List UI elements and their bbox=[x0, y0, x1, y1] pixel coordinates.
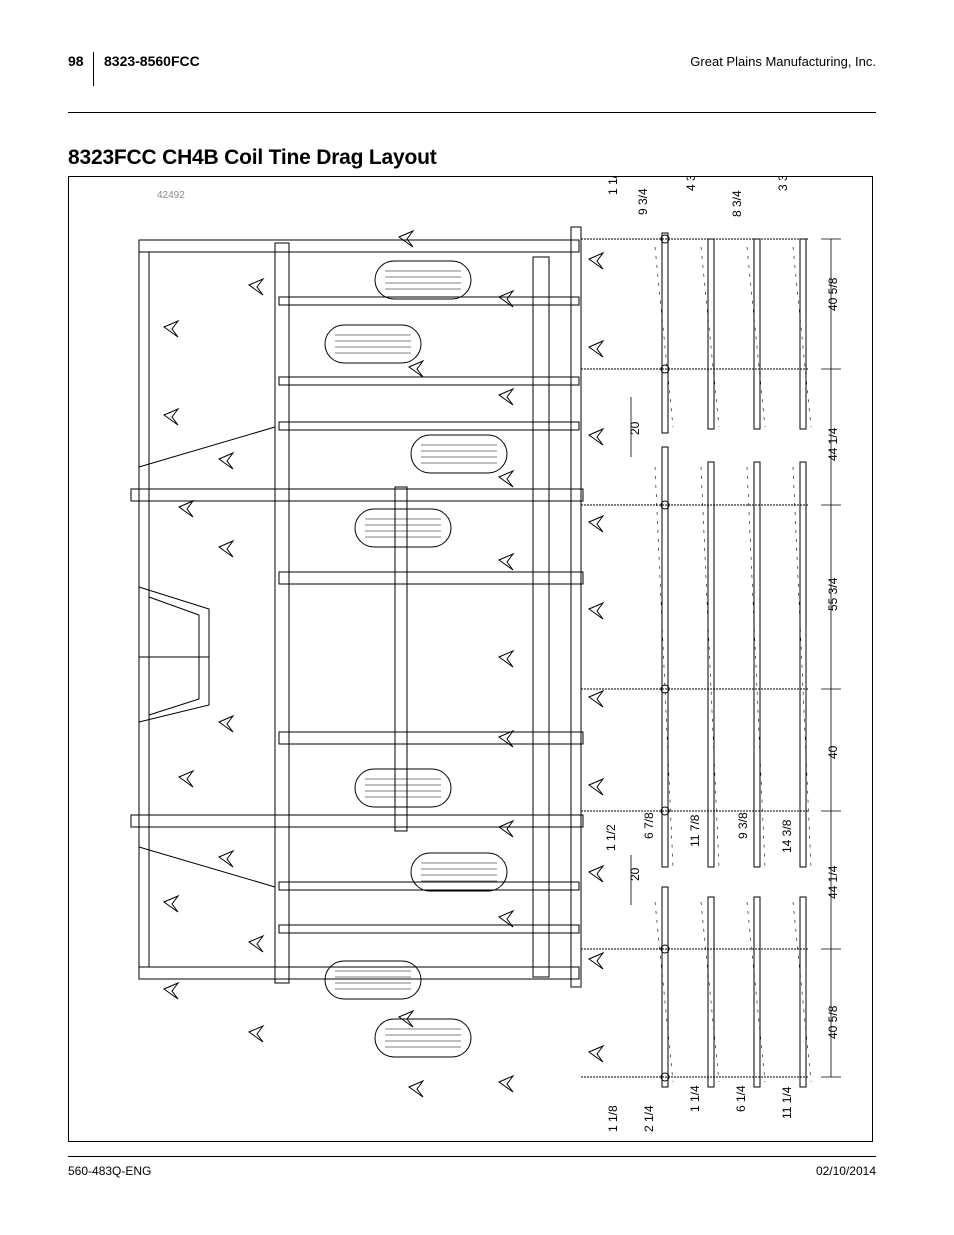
page-number: 98 bbox=[68, 53, 84, 69]
dim-top-offset: 1 1/8 bbox=[606, 177, 620, 195]
dim-spacing-b: 20 bbox=[628, 867, 642, 881]
dim-tine-offset-d: 3 3/4 bbox=[776, 177, 790, 191]
dim-bottom-b: 2 1/4 bbox=[642, 1105, 656, 1132]
dimension-lines bbox=[630, 238, 841, 1078]
figure-id: 42492 bbox=[157, 190, 185, 201]
dim-drag-width-b: 40 5/8 bbox=[826, 1005, 840, 1039]
footer-rule bbox=[68, 1156, 876, 1157]
header-divider bbox=[93, 52, 94, 86]
dim-spacing-a: 20 bbox=[628, 421, 642, 435]
dim-bottom-d: 6 1/4 bbox=[734, 1085, 748, 1112]
dim-tine-offset-b: 9 3/4 bbox=[636, 188, 650, 215]
section-title: 8323FCC CH4B Coil Tine Drag Layout bbox=[68, 146, 437, 169]
company-name: Great Plains Manufacturing, Inc. bbox=[690, 54, 876, 69]
dim-offset-f: 1 1/2 bbox=[604, 824, 618, 851]
document-number: 560-483Q-ENG bbox=[68, 1164, 152, 1178]
dim-span-c: 40 bbox=[826, 745, 840, 759]
shank-points bbox=[162, 229, 605, 1098]
dim-drag-width-a: 40 5/8 bbox=[826, 277, 840, 311]
dim-offset-h: 9 3/8 bbox=[736, 812, 750, 839]
dim-bottom-e: 11 1/4 bbox=[780, 1086, 794, 1119]
dim-span-d: 44 1/4 bbox=[826, 865, 840, 899]
dim-tine-offset-a: 4 3/4 bbox=[684, 177, 698, 191]
coil-tine-drag-sections bbox=[581, 232, 809, 1088]
header-rule bbox=[68, 112, 876, 113]
tire-treads bbox=[335, 270, 497, 1048]
figure-frame: 42492 bbox=[68, 176, 873, 1142]
dim-offset-e: 6 7/8 bbox=[642, 812, 656, 839]
dimension-labels: 1 1/8 4 3/4 9 3/4 8 3/4 3 3/4 40 5/8 20 … bbox=[604, 177, 840, 1132]
implement-frame bbox=[130, 226, 584, 1058]
dim-bottom-a: 1 1/8 bbox=[606, 1105, 620, 1132]
dim-span-b: 55 3/4 bbox=[826, 577, 840, 611]
document-date: 02/10/2014 bbox=[815, 1164, 876, 1178]
dim-span-a: 44 1/4 bbox=[826, 427, 840, 461]
dim-offset-i: 14 3/8 bbox=[780, 819, 794, 853]
dim-tine-offset-c: 8 3/4 bbox=[730, 190, 744, 217]
drag-layout-diagram: 1 1/8 4 3/4 9 3/4 8 3/4 3 3/4 40 5/8 20 … bbox=[130, 177, 841, 1132]
tine-hatching bbox=[654, 246, 812, 1083]
dim-offset-g: 11 7/8 bbox=[688, 814, 702, 847]
dim-bottom-c: 1 1/4 bbox=[688, 1085, 702, 1112]
model-number: 8323-8560FCC bbox=[104, 53, 200, 69]
